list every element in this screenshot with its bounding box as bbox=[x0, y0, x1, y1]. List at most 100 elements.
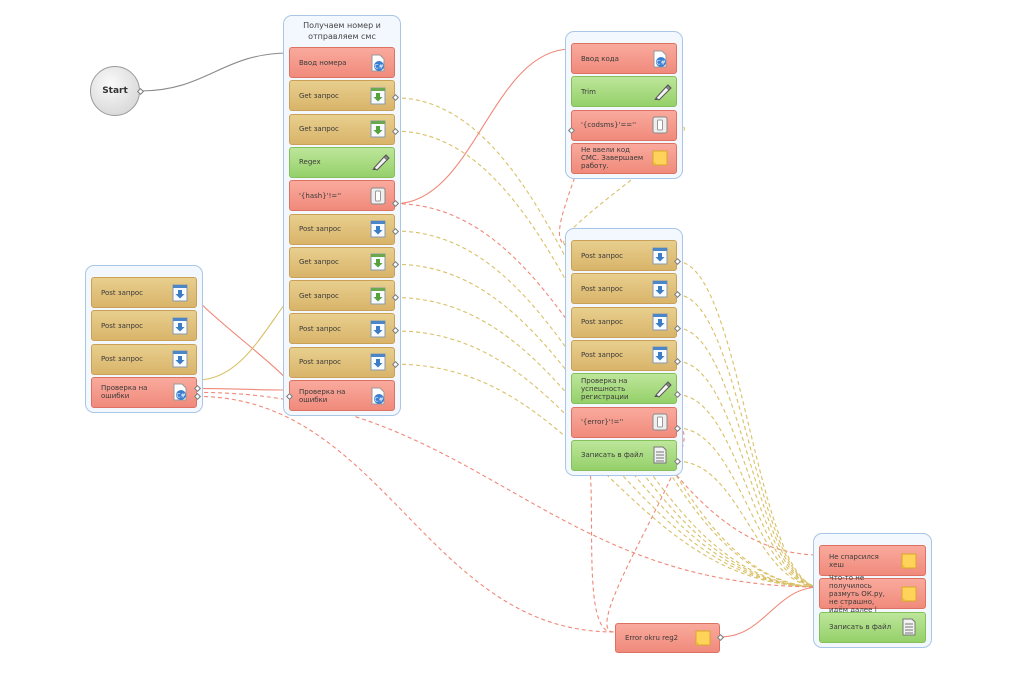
block-label: Что-то не получилось размуть ОК.ру, не с… bbox=[829, 573, 885, 614]
block-label: Записать в файл bbox=[829, 623, 892, 632]
code-block-codsms[interactable]: '{codsms}'=='' bbox=[571, 109, 677, 141]
connection-line bbox=[196, 387, 290, 391]
block-label: Post запрос bbox=[299, 324, 342, 333]
pen-icon bbox=[370, 153, 390, 172]
block-label: Post запрос bbox=[581, 251, 624, 260]
block-label: Get запрос bbox=[299, 91, 339, 100]
main-block-hash[interactable]: '{hash}'!='' bbox=[289, 180, 395, 212]
upload-blue-icon bbox=[652, 247, 668, 265]
upload-blue-icon bbox=[172, 350, 188, 368]
switch-icon bbox=[370, 187, 386, 205]
reg-block-post-запрос[interactable]: Post запрос bbox=[571, 339, 677, 371]
csharp-icon: C# bbox=[370, 54, 386, 72]
upload-blue-icon bbox=[652, 280, 668, 298]
reg-block-post-запрос[interactable]: Post запрос bbox=[571, 306, 677, 338]
main-block-get-запрос[interactable]: Get запрос bbox=[289, 113, 395, 145]
connection-line bbox=[676, 394, 821, 588]
block-label: Не ввели код СМС. Завершаем работу. bbox=[581, 146, 644, 171]
csharp-icon: C# bbox=[370, 387, 386, 405]
block-label: Ввод номера bbox=[299, 58, 347, 67]
switch-icon bbox=[652, 413, 668, 431]
upload-blue-icon bbox=[370, 353, 386, 371]
block-label: Post запрос bbox=[299, 358, 342, 367]
connection-line bbox=[196, 391, 821, 588]
start-connection bbox=[139, 52, 290, 92]
upload-blue-icon bbox=[172, 317, 188, 335]
connection-line bbox=[676, 360, 821, 588]
switch-icon bbox=[652, 116, 668, 134]
block-label: '{error}'!='' bbox=[581, 418, 624, 426]
block-label: Get запрос bbox=[299, 258, 339, 267]
block-label: Проверка на ошибки bbox=[101, 384, 148, 401]
left-block-post-запрос[interactable]: Post запрос bbox=[91, 310, 197, 342]
main-block-post-запрос[interactable]: Post запрос bbox=[289, 346, 395, 378]
upload-blue-icon bbox=[370, 220, 386, 238]
block-label: Error okru reg2 bbox=[625, 634, 679, 642]
main-block-regex[interactable]: Regex bbox=[289, 146, 395, 178]
note-icon bbox=[652, 149, 668, 167]
pen-icon bbox=[652, 83, 672, 101]
file-icon bbox=[652, 446, 668, 464]
block-label: Post запрос bbox=[299, 225, 342, 233]
block-label: '{codsms}'=='' bbox=[581, 121, 637, 130]
upload-blue-icon bbox=[652, 313, 668, 331]
group-title: Получаем номер и отправляем смс bbox=[303, 21, 381, 41]
connection-line bbox=[394, 48, 572, 205]
download-green-icon bbox=[370, 253, 386, 271]
csharp-icon: C# bbox=[652, 50, 668, 68]
main-block-get-запрос[interactable]: Get запрос bbox=[289, 280, 395, 312]
end-block-записать-в-файл[interactable]: Записать в файл bbox=[819, 611, 926, 643]
start-label: Start bbox=[102, 86, 128, 96]
upload-blue-icon bbox=[370, 320, 386, 338]
svg-text:C#: C# bbox=[656, 59, 665, 66]
left-block-post-запрос[interactable]: Post запрос bbox=[91, 343, 197, 375]
connection-line bbox=[190, 284, 296, 397]
left-block-post-запрос[interactable]: Post запрос bbox=[91, 277, 197, 308]
block-label: Записать в файл bbox=[581, 451, 644, 460]
main-block-get-запрос[interactable]: Get запрос bbox=[289, 246, 395, 278]
block-label: Get запрос bbox=[299, 125, 339, 134]
csharp-icon: C# bbox=[172, 383, 188, 401]
connection-line bbox=[676, 260, 821, 588]
block-label: Post запрос bbox=[101, 355, 144, 364]
upload-blue-icon bbox=[172, 284, 188, 302]
connection-line bbox=[676, 294, 821, 588]
block-label: Get запрос bbox=[299, 291, 339, 300]
svg-text:C#: C# bbox=[374, 63, 383, 70]
note-icon bbox=[695, 629, 711, 647]
end-block-не-спарсился-хеш[interactable]: Не спарсился хеш bbox=[819, 545, 926, 576]
code-block-trim[interactable]: Trim bbox=[571, 76, 677, 108]
code-block-не-ввели-код-смс-завершаем-работу[interactable]: Не ввели код СМС. Завершаем работу. bbox=[571, 142, 677, 174]
reg-block-записать-в-файл[interactable]: Записать в файл bbox=[571, 439, 677, 471]
block-label: '{hash}'!='' bbox=[299, 191, 342, 200]
file-icon bbox=[901, 618, 917, 636]
reg-block-post-запрос[interactable]: Post запрос bbox=[571, 273, 677, 305]
reg-block-post-запрос[interactable]: Post запрос bbox=[571, 240, 677, 271]
connection-line bbox=[676, 427, 821, 588]
download-green-icon bbox=[370, 87, 386, 105]
note-icon bbox=[901, 552, 917, 570]
svg-text:C#: C# bbox=[176, 393, 185, 400]
block-label: Regex bbox=[299, 158, 321, 167]
block-label: Post запрос bbox=[581, 284, 624, 293]
main-block-get-запрос[interactable]: Get запрос bbox=[289, 80, 395, 112]
error-okru-reg2-block[interactable]: Error okru reg2 bbox=[615, 623, 720, 653]
reg-block-error[interactable]: '{error}'!='' bbox=[571, 406, 677, 438]
main-block-post-запрос[interactable]: Post запрос bbox=[289, 213, 395, 245]
pen-icon bbox=[652, 380, 672, 398]
block-label: Post запрос bbox=[581, 318, 624, 327]
block-label: Post запрос bbox=[101, 321, 144, 330]
block-label: Проверка на ошибки bbox=[299, 387, 346, 404]
end-block-что-то-не-получилось-размуть-ок-ру-не-страшно-ид-м-далее[interactable]: Что-то не получилось размуть ОК.ру, не с… bbox=[819, 574, 926, 614]
svg-text:C#: C# bbox=[374, 396, 383, 403]
reg-block-проверка-на-успешность-регистрации[interactable]: Проверка на успешность регистрации bbox=[571, 373, 677, 405]
main-block-post-запрос[interactable]: Post запрос bbox=[289, 313, 395, 345]
block-label: Ввод кода bbox=[581, 54, 619, 63]
download-green-icon bbox=[370, 120, 386, 138]
start-node[interactable]: Start bbox=[90, 66, 140, 116]
block-label: Post запрос bbox=[101, 288, 144, 297]
